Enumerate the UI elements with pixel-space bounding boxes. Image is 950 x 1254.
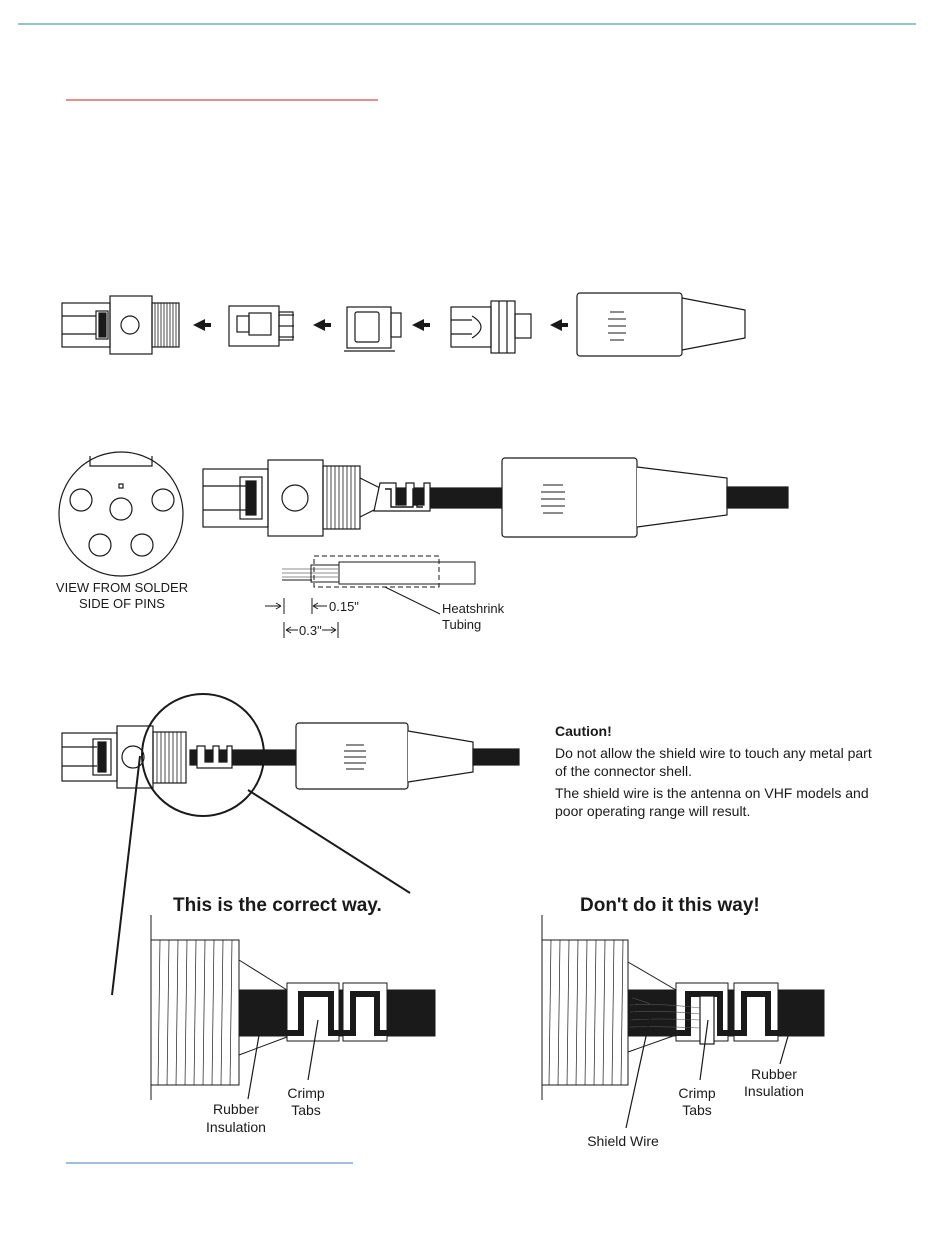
- correct-rubber-label-line1: Rubber: [213, 1101, 259, 1117]
- wrong-rubber-label-line1: Rubber: [751, 1066, 797, 1082]
- dimension-03-label: 0.3": [299, 623, 322, 638]
- wrong-crimp-label-line2: Tabs: [682, 1102, 712, 1118]
- correct-way-heading: This is the correct way.: [173, 895, 382, 916]
- assembled-connector: [202, 457, 789, 538]
- caution-text-2: The shield wire is the antenna on VHF mo…: [555, 785, 869, 819]
- strain-relief-part: [450, 300, 532, 354]
- connector-body-part: [61, 295, 180, 355]
- heatshrink-label-line2: Tubing: [442, 617, 481, 632]
- correct-crimp-label-line1: Crimp: [287, 1085, 325, 1101]
- wrong-rubber-label-line2: Insulation: [744, 1083, 804, 1099]
- caution-text-1: Do not allow the shield wire to touch an…: [555, 745, 872, 779]
- caution-title: Caution!: [555, 723, 612, 739]
- heatshrink-label-line1: Heatshrink: [442, 601, 505, 616]
- wrong-way-heading: Don't do it this way!: [580, 895, 760, 916]
- shield-wire-label: Shield Wire: [587, 1133, 659, 1149]
- correct-crimp-label-line2: Tabs: [291, 1102, 321, 1118]
- dimension-015-label: 0.15": [329, 599, 359, 614]
- exploded-parts: [61, 292, 746, 357]
- clamp-part: [344, 306, 402, 352]
- caution-note: Caution! Do not allow the shield wire to…: [555, 722, 875, 824]
- caution-connector: [61, 693, 520, 996]
- assembly-arrows: [193, 319, 568, 331]
- correct-rubber-label-line2: Insulation: [206, 1119, 266, 1135]
- pin-view: [58, 451, 184, 577]
- solder-view-label-line1: VIEW FROM SOLDER: [56, 580, 188, 595]
- boot-part: [576, 292, 746, 357]
- solder-view-label-line2: SIDE OF PINS: [79, 596, 165, 611]
- insert-part: [228, 305, 294, 347]
- wrong-crimp-label-line1: Crimp: [678, 1085, 716, 1101]
- wrong-way-detail: [541, 915, 825, 1129]
- wire-prep-detail: [265, 555, 476, 638]
- correct-way-detail: [150, 915, 436, 1100]
